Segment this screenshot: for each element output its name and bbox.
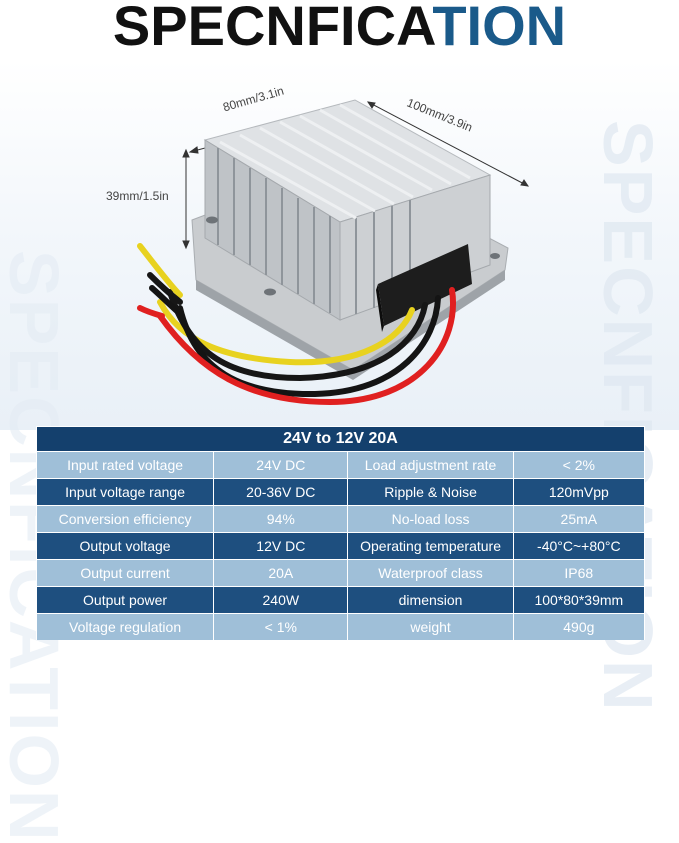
spec-key: Output current — [37, 560, 215, 586]
spec-value: IP68 — [564, 565, 594, 581]
table-row: Output current 20A Waterproof class IP68 — [37, 560, 644, 587]
dimension-height-label: 39mm/1.5in — [106, 189, 169, 203]
spec-value: 25mA — [560, 511, 598, 527]
spec-key: Output power — [37, 587, 215, 613]
spec-key: Operating temperature — [348, 533, 514, 559]
spec-key: Voltage regulation — [37, 614, 215, 640]
title-part-accent: TION — [432, 0, 567, 57]
spec-value: 20-36V DC — [214, 479, 349, 505]
spec-key: Load adjustment rate — [348, 452, 514, 478]
product-image — [137, 99, 530, 406]
table-row: Input voltage range 20-36V DC Ripple & N… — [37, 479, 644, 506]
table-row: Input rated voltage 24V DC Load adjustme… — [37, 452, 644, 479]
spec-key: Input voltage range — [37, 479, 215, 505]
spec-value: 100*80*39mm — [534, 592, 624, 608]
table-row: Output power 240W dimension 100*80*39mm — [37, 587, 644, 614]
spec-value: < 1% — [214, 614, 349, 640]
page-title: SPECNFICATION — [0, 0, 679, 58]
spec-table: 24V to 12V 20A Input rated voltage 24V D… — [36, 426, 645, 640]
spec-value: -40°C~+80°C — [537, 538, 621, 554]
spec-key: weight — [348, 614, 514, 640]
table-row: Conversion efficiency 94% No-load loss 2… — [37, 506, 644, 533]
spec-key: No-load loss — [348, 506, 514, 532]
spec-value: 490g — [563, 619, 595, 635]
spec-key: Waterproof class — [348, 560, 514, 586]
spec-key: dimension — [348, 587, 514, 613]
spec-value: < 2% — [562, 457, 595, 473]
spec-key: Input rated voltage — [37, 452, 215, 478]
spec-value: 24V DC — [214, 452, 349, 478]
spec-key: Conversion efficiency — [37, 506, 215, 532]
spec-key: Ripple & Noise — [348, 479, 514, 505]
spec-key: Output voltage — [37, 533, 215, 559]
spec-table-header: 24V to 12V 20A — [37, 427, 644, 452]
spec-value: 120mVpp — [548, 484, 609, 500]
table-row: Voltage regulation < 1% weight 490g — [37, 614, 644, 640]
table-row: Output voltage 12V DC Operating temperat… — [37, 533, 644, 560]
spec-value: 12V DC — [214, 533, 349, 559]
spec-value: 20A — [214, 560, 349, 586]
title-part-dark: SPECNFICA — [112, 0, 433, 57]
spec-value: 240W — [214, 587, 349, 613]
spec-value: 94% — [214, 506, 349, 532]
